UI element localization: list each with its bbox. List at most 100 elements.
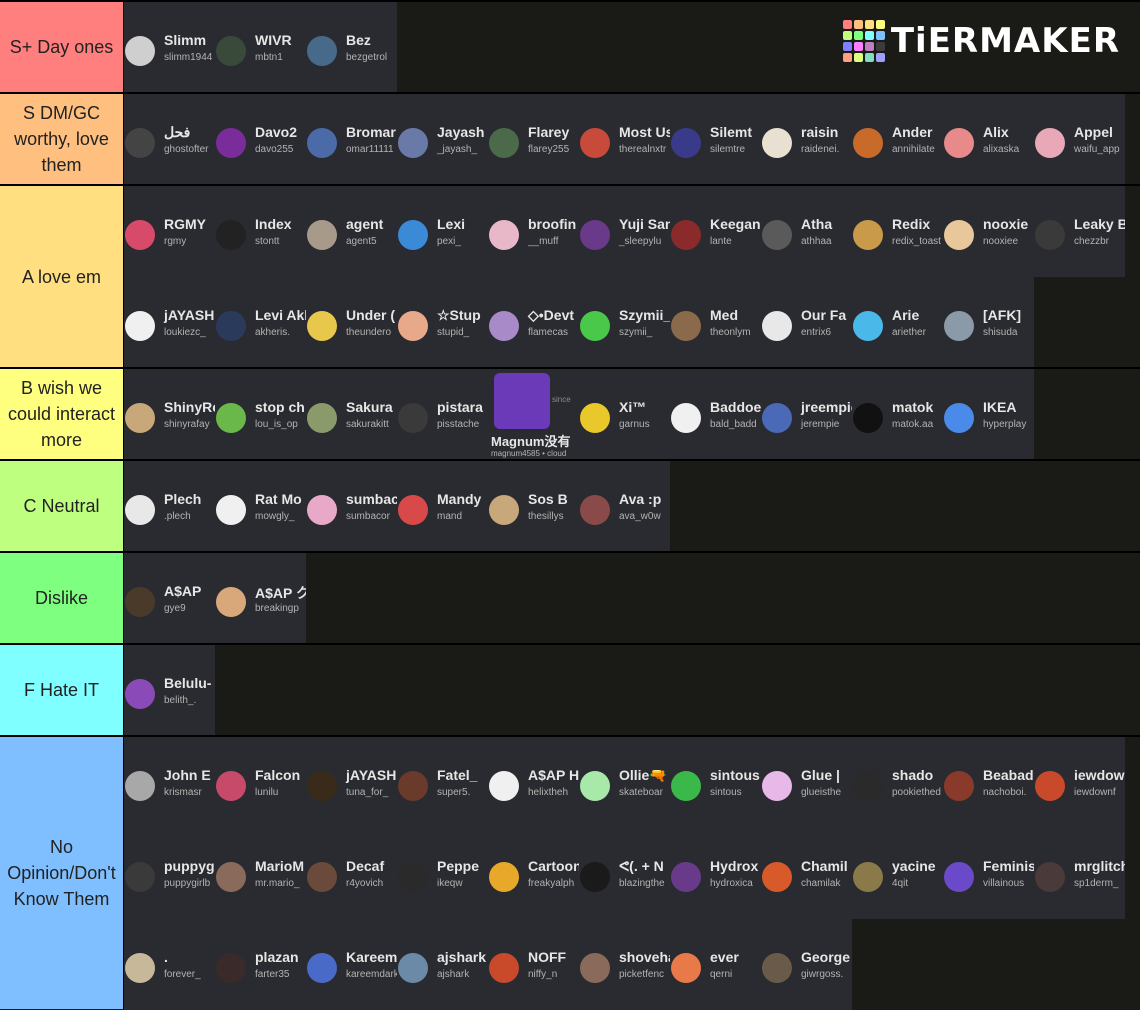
tier-label[interactable]: S DM/GC worthy, love them xyxy=(0,94,124,184)
username: forever_ xyxy=(164,969,201,980)
display-name: Leaky B xyxy=(1074,216,1125,232)
tier-label[interactable]: B wish we could interact more xyxy=(0,369,124,459)
tier-item-card[interactable]: Fatel_super5. xyxy=(397,737,488,828)
tier-item-card[interactable]: Glue |glueisthe xyxy=(761,737,852,828)
tier-item-card[interactable]: Szymii_szymii_ xyxy=(579,277,670,368)
display-name: Belulu- xyxy=(164,675,212,691)
tier-item-card[interactable]: Jayash_jayash_ xyxy=(397,94,488,185)
tier-item-card[interactable]: broofin__muff xyxy=(488,186,579,277)
tier-item-card[interactable]: Yuji San_sleepylu xyxy=(579,186,670,277)
tier-item-card[interactable]: .forever_ xyxy=(124,919,215,1010)
username: sumbacor xyxy=(346,511,390,522)
tier-item-card[interactable]: shovehapicketfenc xyxy=(579,919,670,1010)
tier-item-card[interactable]: Ollie🔫skateboar xyxy=(579,737,670,828)
tier-label[interactable]: F Hate IT xyxy=(0,645,124,735)
avatar xyxy=(944,771,974,801)
username: ajshark xyxy=(437,969,470,980)
tier-label[interactable]: Dislike xyxy=(0,553,124,643)
tier-item-card[interactable]: jreempiejerempie xyxy=(761,369,852,460)
tier-item-card[interactable]: Belulu-belith_. xyxy=(124,645,215,736)
tier-label[interactable]: S+ Day ones xyxy=(0,2,124,92)
tier-item-card[interactable]: Plech.plech xyxy=(124,461,215,552)
tier-item-card[interactable]: Under (theundero xyxy=(306,277,397,368)
tier-label[interactable]: C Neutral xyxy=(0,461,124,551)
tier-label[interactable]: A love em xyxy=(0,186,124,367)
tier-label[interactable]: No Opinion/Don't Know Them xyxy=(0,737,124,1009)
tier-item-card[interactable]: Levi Akhermakheris. xyxy=(215,277,306,368)
username: 4qit xyxy=(892,878,909,889)
avatar xyxy=(307,862,337,892)
tier-item-card[interactable]: [AFK]shisuda xyxy=(943,277,1034,368)
